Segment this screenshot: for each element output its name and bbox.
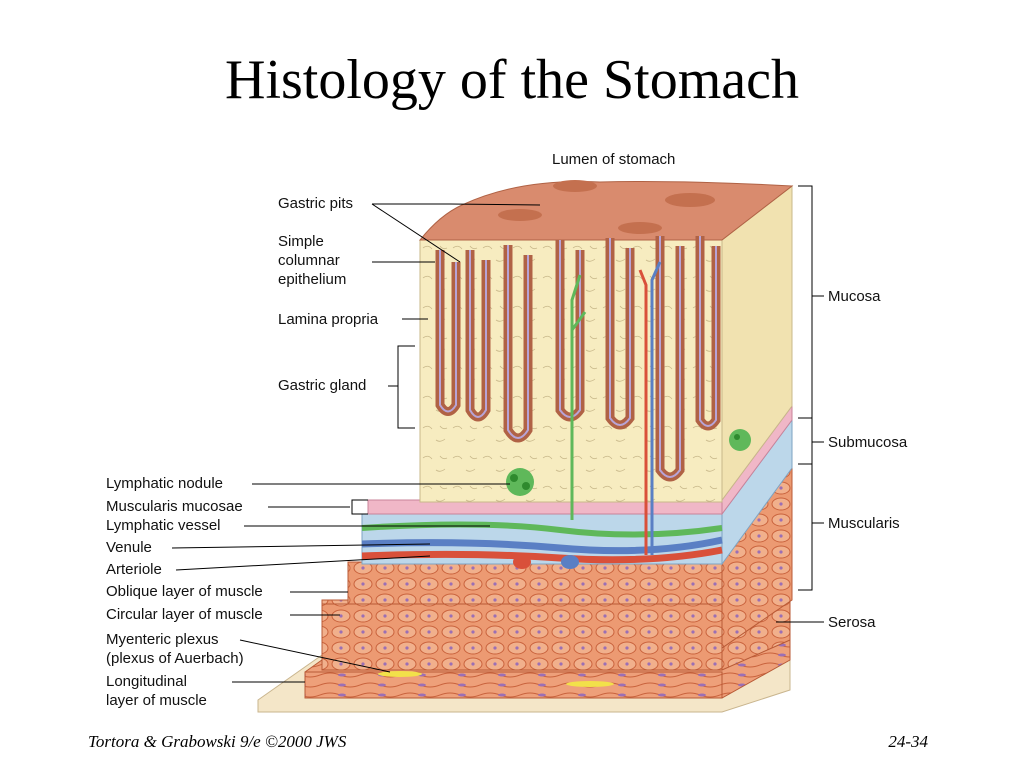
label-longitudinal-1: Longitudinal [106,673,187,690]
slide-title: Histology of the Stomach [225,49,799,111]
label-lamina-propria: Lamina propria [278,311,379,328]
gland-lining [439,236,717,478]
lymphatic-nodules [506,429,751,496]
mucosal-vessels [570,261,662,555]
label-oblique: Oblique layer of muscle [106,583,263,600]
label-serosa: Serosa [828,614,876,631]
oblique-muscle-layer [347,561,723,605]
submucosa-layer [361,418,793,569]
label-simple-2: columnar [278,252,340,269]
label-muscularis: Muscularis [828,515,900,532]
slide-number: 24-34 [888,732,928,751]
label-lymphatic-nodule: Lymphatic nodule [106,475,223,492]
label-muscularis-mucosae: Muscularis mucosae [106,498,243,515]
left-labels: Gastric pits Simple columnar epithelium … [106,195,541,709]
label-submucosa: Submucosa [828,434,908,451]
label-longitudinal-2: layer of muscle [106,692,207,709]
label-lumen: Lumen of stomach [552,151,675,168]
right-labels: Mucosa Submucosa Muscularis Serosa [776,185,908,631]
label-simple-3: epithelium [278,271,346,288]
circular-muscle-layer [321,559,791,671]
label-gastric-pits: Gastric pits [278,195,353,212]
label-myenteric-2: (plexus of Auerbach) [106,650,244,667]
label-lymphatic-vessel: Lymphatic vessel [106,517,221,534]
label-circular: Circular layer of muscle [106,606,263,623]
footer-credit: Tortora & Grabowski 9/e ©2000 JWS [88,732,347,751]
label-simple-1: Simple [278,233,324,250]
label-gastric-gland: Gastric gland [278,377,366,394]
label-arteriole: Arteriole [106,561,162,578]
label-venule: Venule [106,539,152,556]
muscularis-mucosae-layer [367,404,793,516]
label-myenteric-1: Myenteric plexus [106,631,219,648]
label-mucosa: Mucosa [828,288,881,305]
